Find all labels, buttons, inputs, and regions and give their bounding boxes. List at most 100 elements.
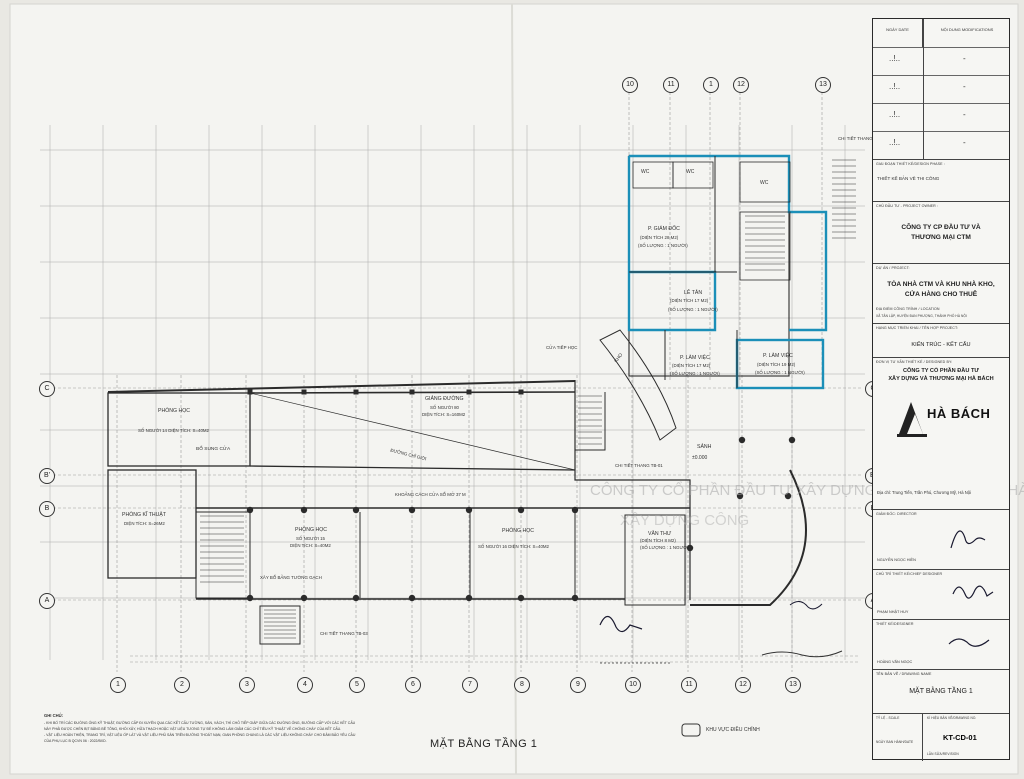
note-line: NÀY PHẢI ĐƯỢC CHÈN BỊT BẰNG BÊ TÔNG, KHỐ…	[44, 727, 342, 731]
watermark-2: XÂY DỰNG CÔNG	[620, 512, 749, 529]
drawing-name-cell: TÊN BẢN VẼ / DRAWING NAME MẶT BẰNG TẦNG …	[873, 669, 1009, 713]
room-sanh: SẢNH	[697, 444, 712, 450]
phase-value: THIẾT KẾ BẢN VẼ THI CÔNG	[877, 176, 940, 181]
mod-row-date: ..!..	[889, 82, 901, 91]
room-van-thu: VĂN THƯ	[648, 531, 672, 537]
grid-bubble: B'	[39, 468, 55, 484]
mod-row-content: -	[963, 54, 966, 63]
grid-bubble: C	[39, 381, 55, 397]
chief-label: CHỦ TRÌ THIẾT KẾ/CHIEF DESIGNER	[876, 572, 943, 576]
room-lam-viec-1-count: (SỐ LƯỢNG : 1 NGƯỜI)	[670, 371, 720, 376]
grid-bubble: 2	[174, 677, 190, 693]
notes-title: GHI CHÚ:	[44, 713, 64, 718]
owner-label: CHỦ ĐẦU TƯ - PROJECT OWNER :	[876, 204, 939, 208]
logo-text: HÀ BÁCH	[927, 406, 991, 421]
grid-bubble: 9	[570, 677, 586, 693]
signature-2	[789, 601, 823, 610]
signature-3	[761, 650, 843, 658]
modifications-table: NGÀY DATE NỘI DUNG MODIFICATIONS ..!..- …	[873, 19, 1009, 159]
mod-content-header: NỘI DUNG MODIFICATIONS	[940, 27, 994, 32]
director-label: GIÁM ĐỐC: DIRECTOR	[876, 512, 917, 516]
grid-bubble: 6	[405, 677, 421, 693]
legend-label: KHU VỰC ĐIỀU CHỈNH	[706, 727, 760, 733]
drawn-cell: THIẾT KẾ/DESIGNER HOÀNG VĂN NGỌC	[873, 619, 1009, 669]
room-giam-doc-area: (DIỆN TÍCH 28 M2)	[640, 235, 679, 240]
scale-box: TỶ LỆ - SCALE NGÀY BAN HÀNH/DATE	[873, 714, 923, 761]
phase-label: GIAI ĐOẠN THIẾT KẾ/DESIGN PHASE :	[876, 162, 945, 166]
mod-row: ..!..-	[873, 47, 1009, 75]
label-chi-tiet-thang-3: CHI TIẾT THANG TB-03	[320, 631, 368, 636]
chief-cell: CHỦ TRÌ THIẾT KẾ/CHIEF DESIGNER PHẠM NHẬ…	[873, 569, 1009, 619]
room-phong-hoc-3-info: SỐ NGƯỜI 16 DIỆN TÍCH: S=40M2	[478, 544, 549, 549]
room-lam-viec-2: P. LÀM VIỆC	[763, 353, 793, 359]
grid-bubble: 8	[514, 677, 530, 693]
grid-bubble: 11	[663, 77, 679, 93]
room-lam-viec-2-area: (DIỆN TÍCH 19 M2)	[757, 362, 796, 367]
item-label: HẠNG MỤC TRIỂN KHAI / TÊN HỢP PROJECT:	[876, 326, 958, 330]
grid-bubble: 10	[625, 677, 641, 693]
mod-row-content: -	[963, 82, 966, 91]
grid-bubble: 13	[815, 77, 831, 93]
mod-date-header: NGÀY DATE	[873, 19, 923, 47]
room-giam-doc: P. GIÁM ĐỐC	[648, 226, 680, 232]
grid-bubble: 7	[462, 677, 478, 693]
label-duong-chi-gioi: ĐƯỜNG CHỈ GIỚI	[389, 447, 427, 462]
room-lam-viec-1: P. LÀM VIỆC	[680, 355, 710, 361]
label-chi-tiet-thang-2: CHI TIẾT THANG TB-01	[615, 463, 663, 468]
date-label: NGÀY BAN HÀNH/DATE	[876, 740, 914, 744]
item-value: KIẾN TRÚC - KẾT CẤU	[911, 342, 971, 348]
sheet-number: KT-CD-01	[943, 733, 977, 742]
room-giang-duong-area: DIỆN TÍCH: S=160M2	[422, 412, 466, 417]
room-lam-viec-1-area: (DIỆN TÍCH 17 M2)	[672, 363, 711, 368]
grid-bubble: 1	[110, 677, 126, 693]
room-phong-hoc-3: PHÒNG HỌC	[502, 528, 534, 534]
room-giam-doc-count: (SỐ LƯỢNG : 1 NGƯỜI)	[638, 243, 688, 248]
director-cell: GIÁM ĐỐC: DIRECTOR NGUYỄN NGỌC HIỀN	[873, 509, 1009, 569]
scale-label: TỶ LỆ - SCALE	[876, 716, 900, 720]
level-sanh: ±0.000	[692, 455, 708, 461]
room-phong-ki-thuat: PHÒNG KĨ THUẬT	[122, 512, 167, 518]
room-phong-hoc-1: PHÒNG HỌC	[158, 408, 190, 414]
room-phong-hoc-2-area: DIỆN TÍCH: S=40M2	[290, 543, 331, 548]
note-line: - KHI BỐ TRÍ CÁC ĐƯỜNG ỐNG KỸ THUẬT, ĐƯỜ…	[44, 721, 356, 725]
room-giang-duong: GIẢNG ĐƯỜNG	[425, 396, 464, 402]
structural-columns	[246, 389, 796, 602]
lower-stair	[574, 392, 606, 451]
drawing-name-label: TÊN BẢN VẼ / DRAWING NAME	[876, 672, 932, 676]
label-bo-sung-cua: BỔ SUNG CỬA	[196, 447, 231, 452]
design-by-1: CÔNG TY CỔ PHẦN ĐẦU TƯ	[902, 368, 979, 374]
company-logo: HÀ BÁCH	[893, 392, 993, 442]
project-label: DỰ ÁN / PROJECT:	[876, 266, 910, 270]
grid-bubble: A	[39, 593, 55, 609]
project-value-1: TÒA NHÀ CTM VÀ KHU NHÀ KHO,	[887, 281, 995, 288]
room-lam-viec-2-count: (SỐ LƯỢNG : 1 NGƯỜI)	[755, 370, 805, 375]
design-by-label: ĐƠN VỊ TƯ VẤN THIẾT KẾ / DESIGNED BY:	[876, 360, 953, 364]
project-cell: DỰ ÁN / PROJECT: TÒA NHÀ CTM VÀ KHU NHÀ …	[873, 263, 1009, 323]
room-le-tan-count: (SỐ LƯỢNG : 1 NGƯỜI)	[668, 307, 718, 312]
title-block: NGÀY DATE NỘI DUNG MODIFICATIONS ..!..- …	[872, 18, 1010, 761]
sheet-info-cell: TỶ LỆ - SCALE NGÀY BAN HÀNH/DATE KÍ HIỆU…	[873, 713, 1009, 761]
mod-row-content: -	[963, 138, 966, 147]
chief-name: PHẠM NHẬT HUY	[877, 610, 909, 614]
room-wc-2: WC	[686, 169, 695, 175]
stair-hatching	[200, 159, 856, 639]
grid-bubble: 12	[733, 77, 749, 93]
drawn-signature	[948, 638, 990, 647]
item-cell: HẠNG MỤC TRIỂN KHAI / TÊN HỢP PROJECT: K…	[873, 323, 1009, 357]
grid-bubble: 3	[239, 677, 255, 693]
drawing-title: MẶT BẰNG TẦNG 1	[430, 738, 538, 750]
note-line: - VẬT LIỆU HOÀN THIỆN, TRANG TRÍ, VẬT LI…	[44, 733, 356, 737]
label-xay-bo-bang: XÂY BỔ BẢNG TƯỜNG GẠCH	[260, 575, 322, 580]
sheet-no-label: KÍ HIỆU BẢN VẼ/DRAWING NO.	[927, 716, 977, 720]
room-phong-hoc-2-count: SỐ NGƯỜI 15	[296, 536, 325, 541]
legend-swatch	[681, 723, 701, 737]
signature-1	[599, 615, 643, 633]
grid-bubble: 4	[297, 677, 313, 693]
location-label: ĐỊA ĐIỂM CÔNG TRÌNH / LOCATION	[876, 307, 940, 311]
mod-divider	[923, 19, 924, 159]
room-phong-ki-thuat-area: DIỆN TÍCH: S=26M2	[124, 521, 165, 526]
room-giang-duong-count: SỐ NGƯỜI 80	[430, 405, 459, 410]
mod-row-content: -	[963, 110, 966, 119]
location-value: XÃ TÂN LẬP, HUYỆN ĐAN PHƯỢNG, THÀNH PHỐ …	[876, 314, 967, 318]
